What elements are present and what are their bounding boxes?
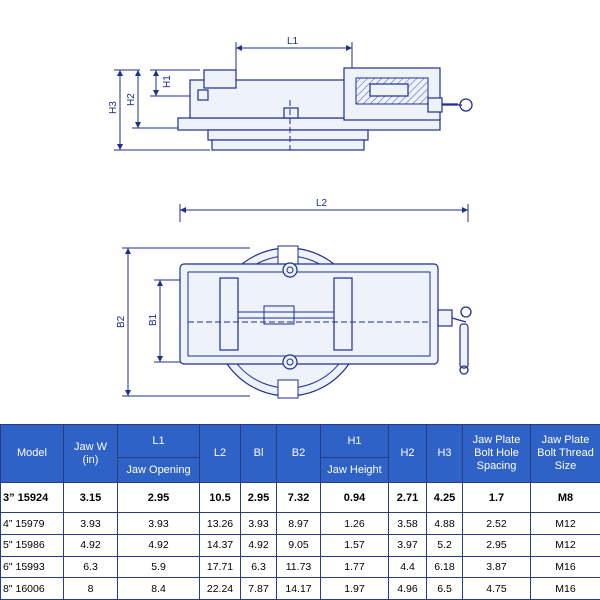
cell-bl: 3.93	[240, 512, 277, 535]
cell-jaw-w: 3.93	[63, 512, 118, 535]
cell-l1: 5.9	[117, 555, 200, 579]
cell-l1: 2.95	[117, 481, 200, 514]
cell-h3: 4.88	[426, 512, 463, 535]
cell-model: 5" 15986	[0, 533, 64, 557]
spec-table: Model Jaw W (in) L1 L2 Bl B2 H1 H2 H3 Ja…	[0, 424, 600, 600]
cell-bl: 2.95	[240, 481, 277, 514]
table-row: 4” 15979 3.93 3.93 13.26 3.93 8.97 1.26 …	[0, 512, 600, 535]
cell-l1: 3.93	[117, 512, 200, 535]
cell-l1: 4.92	[117, 533, 200, 557]
cell-h1: 0.94	[320, 481, 389, 514]
header-l1-sub: Jaw Opening	[117, 457, 200, 483]
dim-label-h3: H3	[108, 101, 119, 114]
cell-spacing: 2.52	[462, 512, 531, 535]
header-jaw-w: Jaw W (in)	[63, 424, 118, 483]
cell-spacing: 3.87	[462, 555, 531, 579]
header-bl: Bl	[240, 424, 277, 483]
dim-label-h2: H2	[126, 93, 137, 106]
table-row: 3” 15924 3.15 2.95 10.5 2.95 7.32 0.94 2…	[0, 481, 600, 514]
cell-h3: 4.25	[426, 481, 463, 514]
cell-b2: 8.97	[276, 512, 321, 535]
cell-model: 8" 16006	[0, 577, 64, 600]
cell-spacing: 2.95	[462, 533, 531, 557]
cell-h2: 2.71	[388, 481, 427, 514]
dim-label-b2: B2	[116, 315, 127, 328]
cell-b2: 14.17	[276, 577, 321, 600]
cell-b2: 9.05	[276, 533, 321, 557]
top-view: L2 B2 B1	[116, 198, 472, 399]
cell-jaw-w: 3.15	[63, 481, 118, 514]
dim-label-b1: B1	[148, 313, 159, 326]
cell-model: 3” 15924	[0, 481, 64, 514]
vise-drawing: L1 H1 H2 H3	[108, 36, 473, 399]
header-bolt-spacing: Jaw Plate Bolt Hole Spacing	[462, 424, 531, 483]
header-bolt-thread: Jaw Plate Bolt Thread Size	[530, 424, 600, 483]
header-model: Model	[0, 424, 64, 483]
cell-h1: 1.97	[320, 577, 389, 600]
header-h1: H1	[320, 424, 389, 458]
table-row: 6" 15993 6.3 5.9 17.71 6.3 11.73 1.77 4.…	[0, 555, 600, 579]
header-l2: L2	[199, 424, 241, 483]
cell-h3: 5.2	[426, 533, 463, 557]
cell-b2: 11.73	[276, 555, 321, 579]
cell-thread: M8	[530, 481, 600, 514]
cell-model: 6" 15993	[0, 555, 64, 579]
cell-l2: 10.5	[199, 481, 241, 514]
cell-h1: 1.77	[320, 555, 389, 579]
cell-l2: 17.71	[199, 555, 241, 579]
cell-jaw-w: 4.92	[63, 533, 118, 557]
cell-b2: 7.32	[276, 481, 321, 514]
cell-h3: 6.18	[426, 555, 463, 579]
cell-h1: 1.26	[320, 512, 389, 535]
cell-jaw-w: 8	[63, 577, 118, 600]
cell-l2: 22.24	[199, 577, 241, 600]
cell-bl: 7.87	[240, 577, 277, 600]
cell-h2: 3.58	[388, 512, 427, 535]
header-h3: H3	[426, 424, 463, 483]
cell-l2: 14.37	[199, 533, 241, 557]
header-b2: B2	[276, 424, 321, 483]
cell-bl: 4.92	[240, 533, 277, 557]
header-h2: H2	[388, 424, 427, 483]
cell-jaw-w: 6.3	[63, 555, 118, 579]
header-l1: L1	[117, 424, 200, 458]
side-view: L1 H1 H2 H3	[108, 36, 473, 151]
cell-l2: 13.26	[199, 512, 241, 535]
cell-thread: M12	[530, 533, 600, 557]
cell-l1: 8.4	[117, 577, 200, 600]
cell-h1: 1.57	[320, 533, 389, 557]
cell-thread: M12	[530, 512, 600, 535]
cell-model: 4” 15979	[0, 512, 64, 535]
dim-label-l1: L1	[287, 36, 299, 47]
cell-h2: 4.96	[388, 577, 427, 600]
cell-h2: 4.4	[388, 555, 427, 579]
cell-spacing: 4.75	[462, 577, 531, 600]
cell-h2: 3.97	[388, 533, 427, 557]
cell-thread: M16	[530, 577, 600, 600]
cell-bl: 6.3	[240, 555, 277, 579]
dim-label-l2: L2	[316, 198, 328, 209]
cell-spacing: 1.7	[462, 481, 531, 514]
cell-h3: 6.5	[426, 577, 463, 600]
cell-thread: M16	[530, 555, 600, 579]
table-row: 5" 15986 4.92 4.92 14.37 4.92 9.05 1.57 …	[0, 533, 600, 557]
table-row: 8" 16006 8 8.4 22.24 7.87 14.17 1.97 4.9…	[0, 577, 600, 600]
dim-label-h1: H1	[162, 75, 173, 88]
header-h1-sub: Jaw Height	[320, 457, 389, 483]
